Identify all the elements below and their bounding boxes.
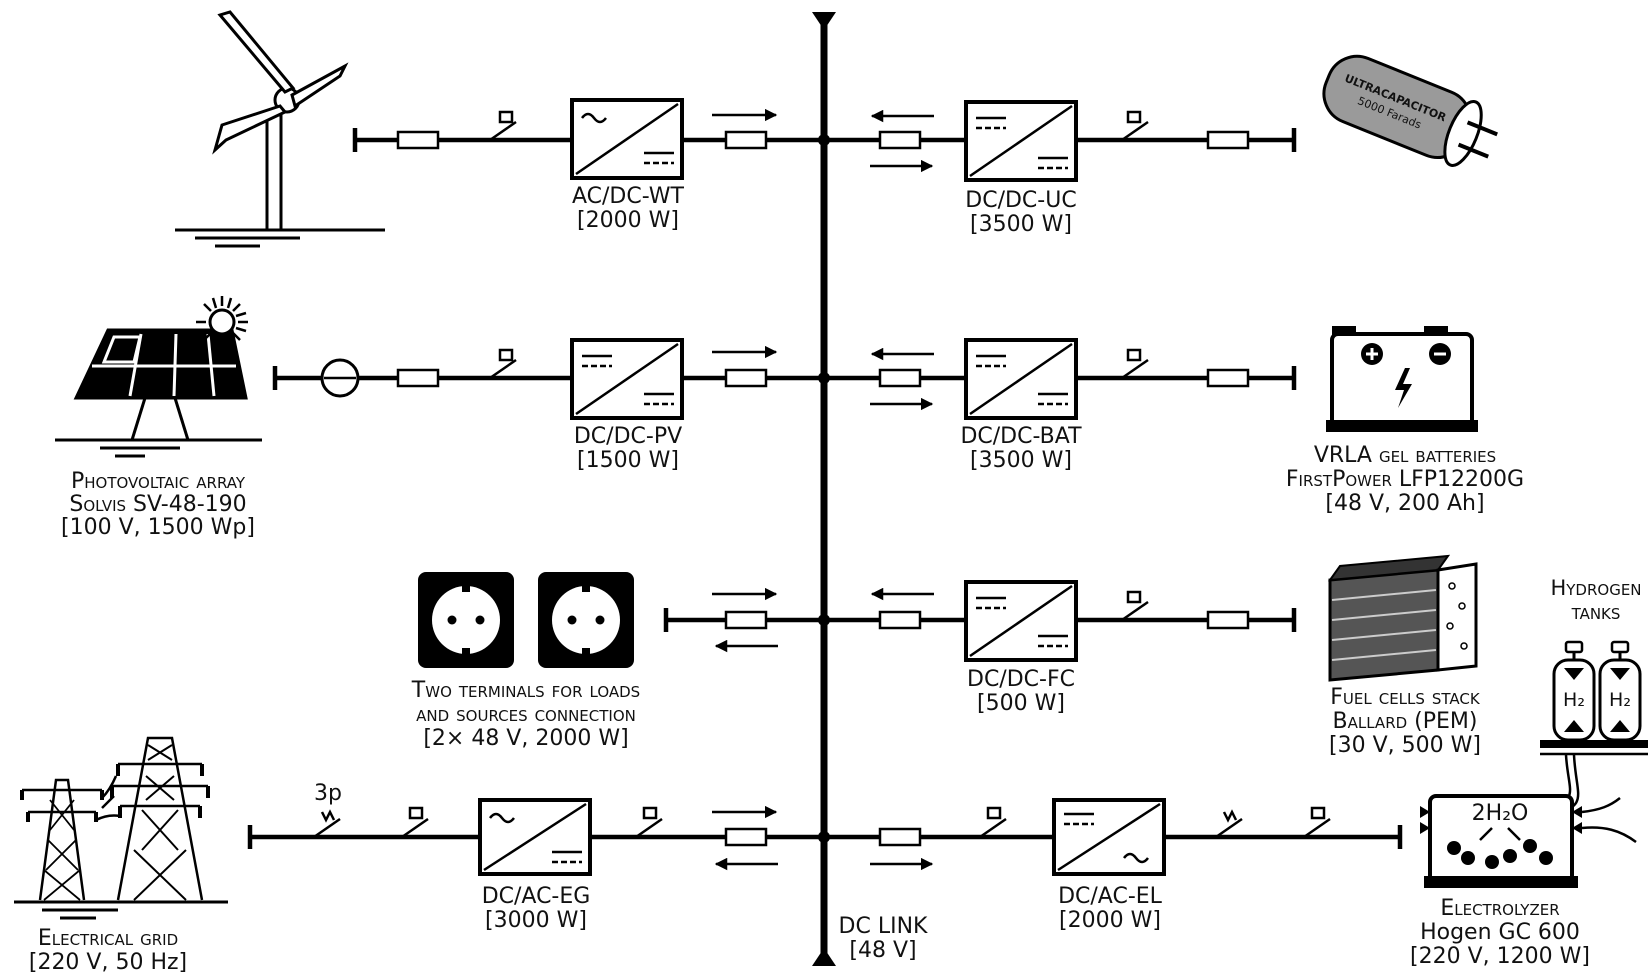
battery-label-line2: FirstPower LFP12200G <box>1286 467 1524 492</box>
row-battery <box>824 347 1297 411</box>
converter-pv-name: DC/DC-PV <box>574 424 682 449</box>
row-fuelcell <box>824 587 1297 632</box>
grid-phase-label: 3p <box>314 781 342 806</box>
converter-dc-dc-pv <box>570 338 684 420</box>
fuelcell-label-line3: [30 V, 500 W] <box>1329 733 1481 758</box>
pv-label-line2: Solvis SV-48-190 <box>69 492 246 517</box>
solar-panel-icon <box>55 328 262 458</box>
dc-link-bus <box>812 12 836 966</box>
pv-label-line1: Photovoltaic array <box>71 469 246 494</box>
battery-label-line3: [48 V, 200 Ah] <box>1325 491 1484 516</box>
h2-label-2: H₂ <box>1609 689 1631 711</box>
terminals-label-line1: Two terminals for loads <box>411 678 640 703</box>
converter-dc-dc-fc <box>964 580 1078 662</box>
battery-label-line1: VRLA gel batteries <box>1314 443 1496 468</box>
converter-pv-rating: [1500 W] <box>577 448 679 473</box>
fuel-cell-stack-icon <box>1327 554 1478 682</box>
converter-wt-rating: [2000 W] <box>577 208 679 233</box>
converter-dc-dc-bat <box>964 338 1078 420</box>
water-formula: 2H₂O <box>1472 801 1529 826</box>
converter-dc-ac-eg <box>478 798 592 876</box>
wind-turbine-icon <box>175 10 385 248</box>
converter-el-name: DC/AC-EL <box>1058 884 1163 909</box>
pv-label: Photovoltaic array Solvis SV-48-190 [100… <box>61 469 255 540</box>
bus-name: DC LINK <box>839 914 928 939</box>
ultracapacitor-icon: ULTRACAPACITOR 5000 Farads <box>1322 54 1498 167</box>
electrolyzer-label-line2: Hogen GC 600 <box>1420 920 1580 945</box>
battery-label: VRLA gel batteries FirstPower LFP12200G … <box>1286 443 1524 516</box>
converter-bat-rating: [3500 W] <box>970 448 1072 473</box>
row-grid <box>247 805 824 871</box>
row-pv <box>272 345 824 398</box>
converter-uc-name: DC/DC-UC <box>965 188 1076 213</box>
converter-fc-rating: [500 W] <box>977 691 1065 716</box>
row-terminals <box>663 587 824 653</box>
converter-eg-rating: [3000 W] <box>485 908 587 933</box>
fuelcell-label-line2: Ballard (PEM) <box>1333 709 1478 734</box>
electrolyzer-icon: 2H₂O <box>1420 794 1637 888</box>
bus-voltage: [48 V] <box>849 938 916 963</box>
row-ultracap <box>824 109 1297 173</box>
terminals-label-line3: [2× 48 V, 2000 W] <box>423 726 628 751</box>
terminals-label-line2: and sources connection <box>416 702 636 727</box>
grid-label-line1: Electrical grid <box>38 926 178 951</box>
fuelcell-label-line1: Fuel cells stack <box>1330 685 1481 710</box>
converter-bat-name: DC/DC-BAT <box>960 424 1082 449</box>
battery-icon <box>1326 326 1478 432</box>
power-pylon-icon <box>14 736 228 920</box>
converter-uc-rating: [3500 W] <box>970 212 1072 237</box>
grid-label-line2: [220 V, 50 Hz] <box>29 950 187 973</box>
converter-eg-name: DC/AC-EG <box>482 884 591 909</box>
socket-icon-1 <box>418 572 514 668</box>
row-wind <box>352 108 824 152</box>
converter-ac-dc-wt <box>570 98 684 180</box>
socket-icon-2 <box>538 572 634 668</box>
converter-fc-name: DC/DC-FC <box>967 667 1075 692</box>
converter-dc-ac-el <box>1052 798 1166 876</box>
fuelcell-label: Fuel cells stack Ballard (PEM) [30 V, 50… <box>1329 685 1481 758</box>
pv-label-line3: [100 V, 1500 Wp] <box>61 515 255 540</box>
converter-wt-name: AC/DC-WT <box>572 184 685 209</box>
sun-icon <box>196 296 248 348</box>
electrolyzer-label-line1: Electrolyzer <box>1440 896 1559 921</box>
converter-el-rating: [2000 W] <box>1059 908 1161 933</box>
tanks-label-line2: tanks <box>1571 600 1621 624</box>
hydrogen-tanks-icon: H₂ H₂ <box>1540 640 1648 816</box>
tanks-label-line1: Hydrogen <box>1550 576 1641 600</box>
electrolyzer-label-line3: [220 V, 1200 W] <box>1410 944 1590 969</box>
terminals-label: Two terminals for loads and sources conn… <box>411 678 640 751</box>
h2-label-1: H₂ <box>1563 689 1585 711</box>
converter-dc-dc-uc <box>964 100 1078 182</box>
row-electrolyzer <box>824 806 1403 871</box>
